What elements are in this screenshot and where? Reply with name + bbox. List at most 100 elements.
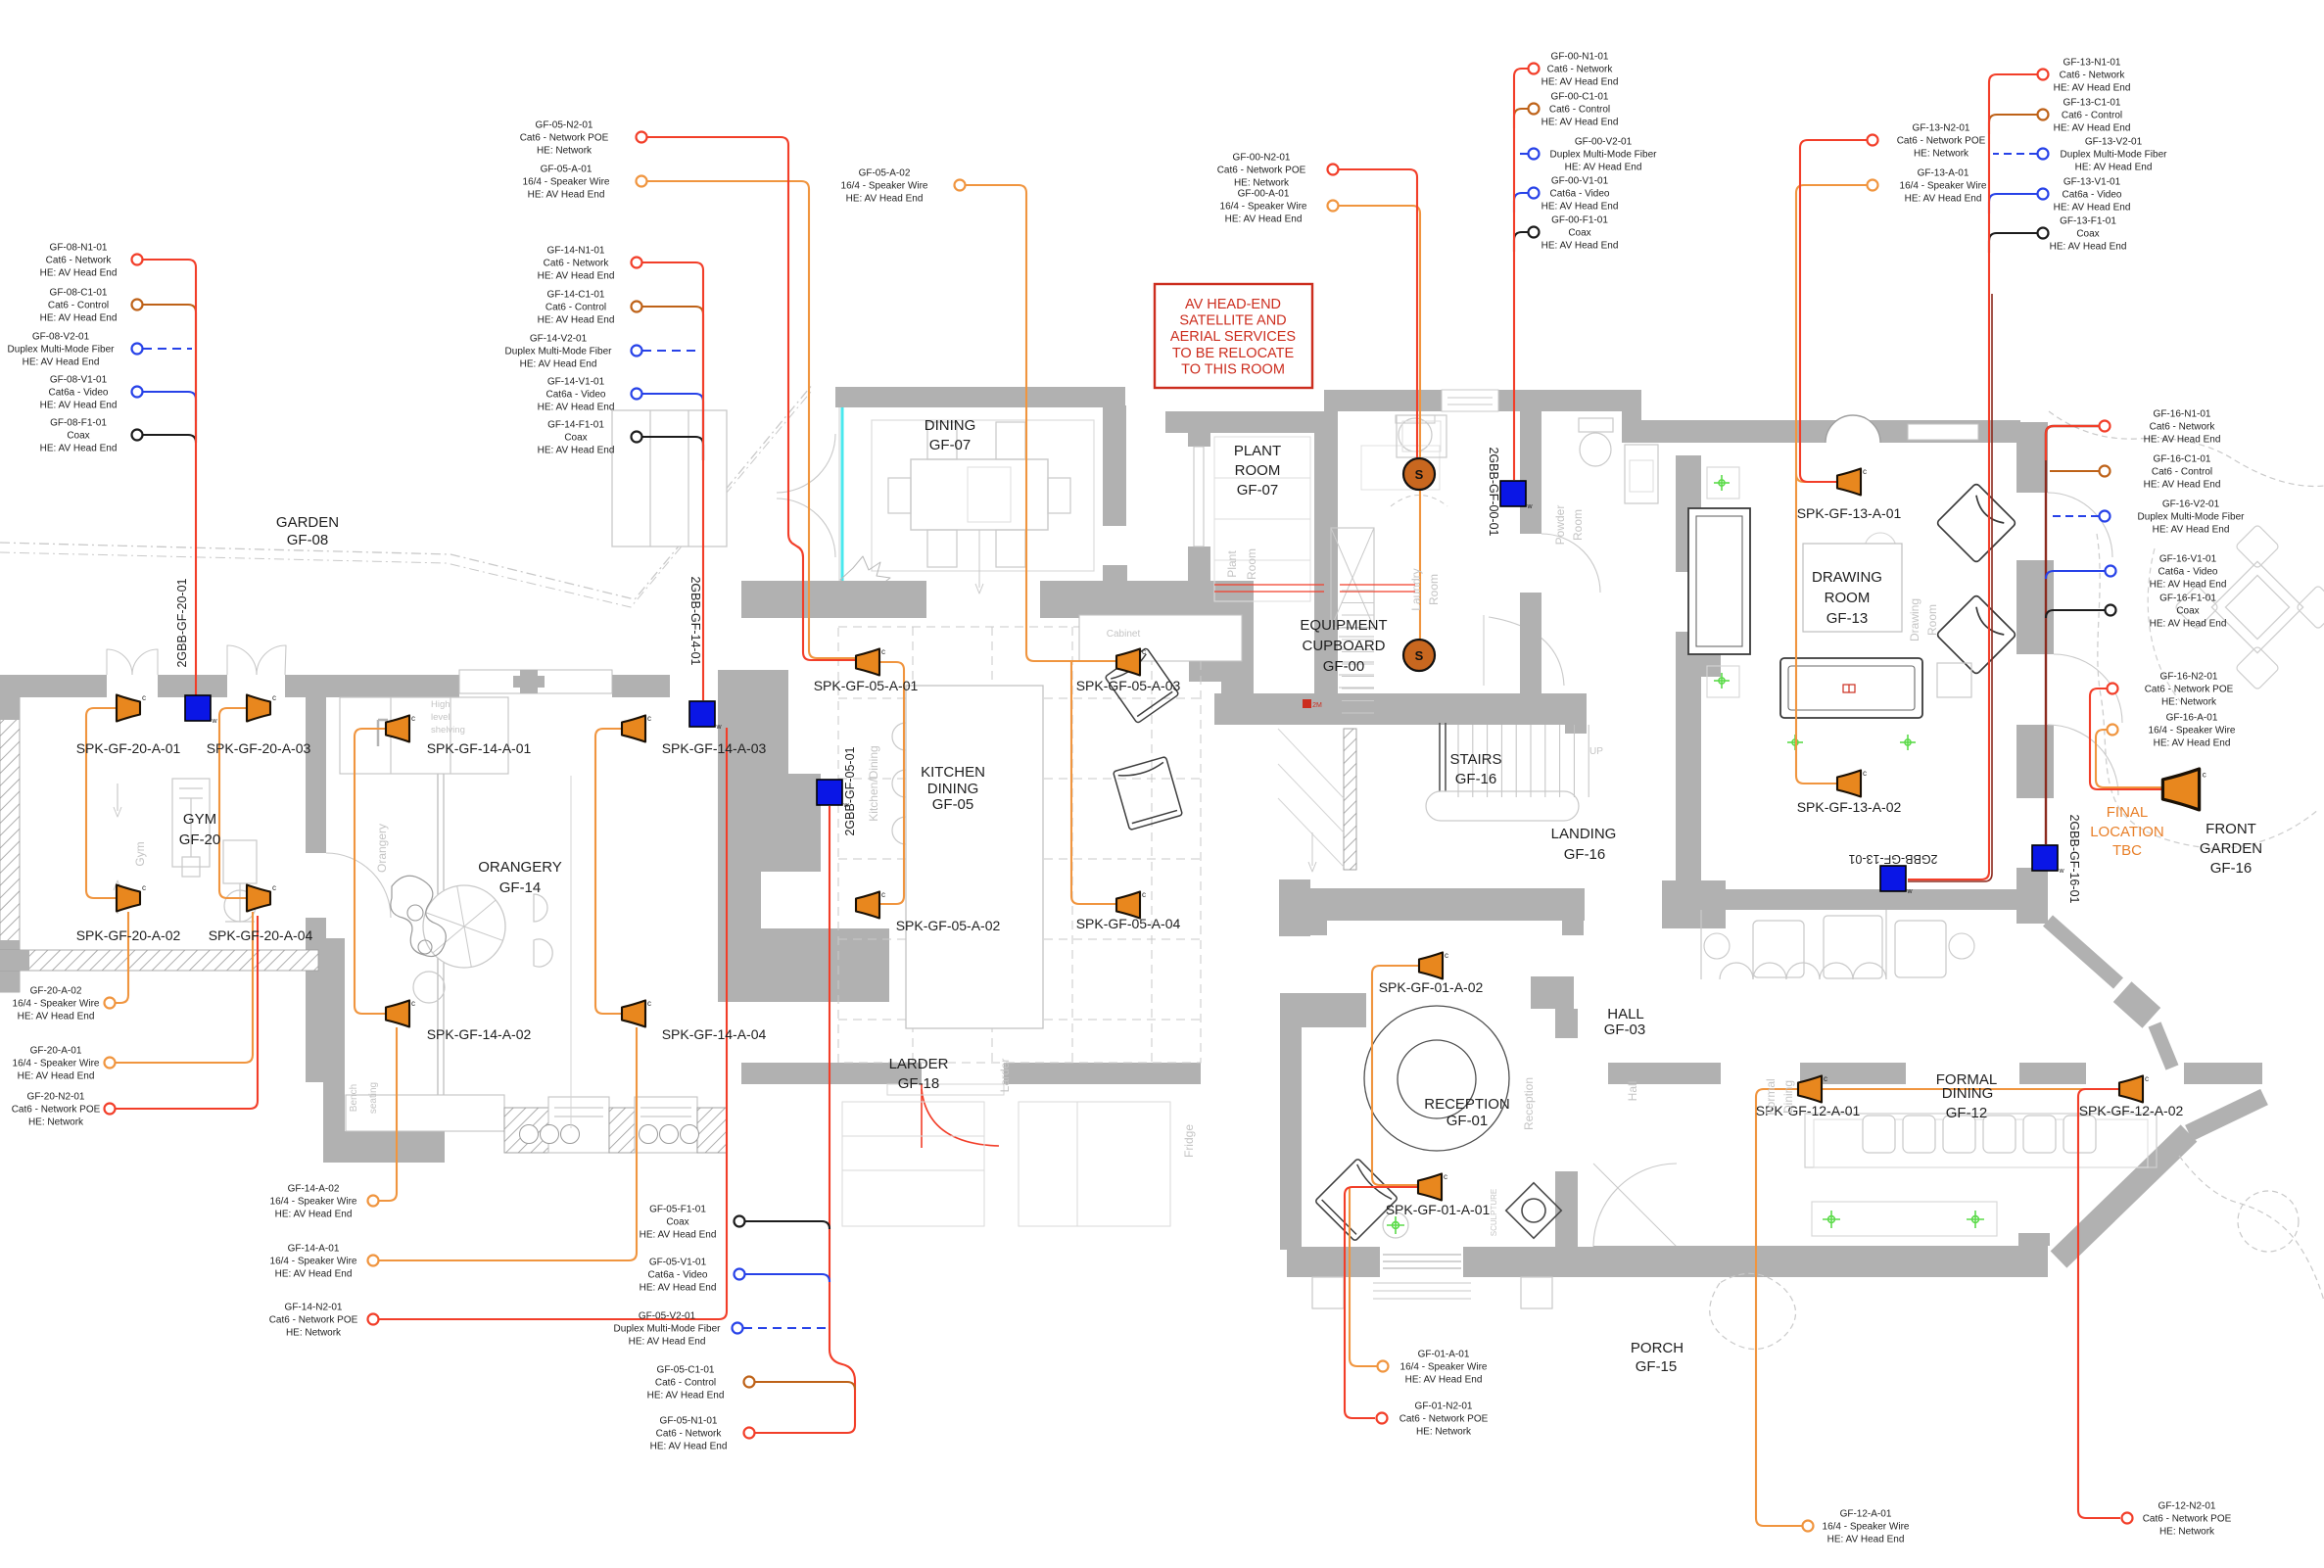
svg-text:Cat6 - Network POE: Cat6 - Network POE bbox=[1399, 1414, 1489, 1425]
svg-text:16/4 - Speaker Wire: 16/4 - Speaker Wire bbox=[1900, 181, 1987, 192]
svg-text:HE: AV Head End: HE: AV Head End bbox=[1541, 118, 1619, 128]
svg-text:c: c bbox=[647, 714, 651, 723]
svg-text:HE: AV Head End: HE: AV Head End bbox=[528, 190, 605, 201]
svg-text:w: w bbox=[1906, 888, 1913, 895]
svg-text:16/4 - Speaker Wire: 16/4 - Speaker Wire bbox=[270, 1197, 357, 1208]
svg-text:GF-00-V2-01: GF-00-V2-01 bbox=[1575, 137, 1633, 148]
svg-text:16/4 - Speaker Wire: 16/4 - Speaker Wire bbox=[270, 1257, 357, 1267]
svg-text:Cat6 - Network: Cat6 - Network bbox=[544, 259, 610, 269]
svg-text:Cat6 - Control: Cat6 - Control bbox=[1549, 105, 1610, 116]
svg-text:c: c bbox=[272, 693, 276, 702]
svg-text:DRAWING: DRAWING bbox=[1812, 569, 1882, 586]
svg-text:SPK-GF-20-A-03: SPK-GF-20-A-03 bbox=[207, 740, 311, 756]
svg-text:GF-05-V1-01: GF-05-V1-01 bbox=[649, 1258, 707, 1268]
svg-text:HE: AV Head End: HE: AV Head End bbox=[275, 1210, 353, 1220]
svg-text:16/4 - Speaker Wire: 16/4 - Speaker Wire bbox=[841, 181, 928, 192]
svg-text:SPK-GF-14-A-03: SPK-GF-14-A-03 bbox=[662, 740, 767, 756]
svg-text:GF-20: GF-20 bbox=[179, 832, 221, 848]
svg-text:LOCATION: LOCATION bbox=[2090, 824, 2164, 840]
svg-text:GF-16-V1-01: GF-16-V1-01 bbox=[2159, 554, 2217, 565]
svg-text:Formal: Formal bbox=[1764, 1078, 1778, 1115]
svg-text:S: S bbox=[1415, 648, 1424, 663]
svg-text:2GBB-GF-16-01: 2GBB-GF-16-01 bbox=[2067, 814, 2081, 903]
svg-text:HE: AV Head End: HE: AV Head End bbox=[1541, 202, 1619, 213]
svg-text:HE: AV Head End: HE: AV Head End bbox=[629, 1337, 706, 1348]
svg-text:GF-13-A-01: GF-13-A-01 bbox=[1918, 168, 1969, 179]
svg-text:Coax: Coax bbox=[1568, 228, 1590, 239]
svg-text:Drawing: Drawing bbox=[1908, 598, 1921, 641]
svg-text:LANDING: LANDING bbox=[1551, 826, 1617, 842]
svg-text:DINING: DINING bbox=[1942, 1085, 1994, 1102]
svg-text:c: c bbox=[1444, 1172, 1447, 1181]
svg-text:GF-14-N1-01: GF-14-N1-01 bbox=[547, 246, 605, 257]
svg-text:HE: AV Head End: HE: AV Head End bbox=[640, 1230, 717, 1241]
svg-text:Cat6 - Network POE: Cat6 - Network POE bbox=[520, 133, 609, 144]
svg-text:Bench: Bench bbox=[349, 1084, 359, 1112]
svg-text:Cat6a - Video: Cat6a - Video bbox=[2158, 567, 2218, 578]
svg-text:Cat6 - Control: Cat6 - Control bbox=[2062, 111, 2122, 121]
svg-text:PLANT: PLANT bbox=[1234, 443, 1281, 459]
svg-text:GF-05-N2-01: GF-05-N2-01 bbox=[536, 120, 593, 131]
svg-text:SPK-GF-01-A-01: SPK-GF-01-A-01 bbox=[1386, 1202, 1491, 1217]
svg-text:SATELLITE AND: SATELLITE AND bbox=[1179, 313, 1286, 329]
svg-text:c: c bbox=[142, 883, 146, 892]
svg-text:Coax: Coax bbox=[2176, 606, 2199, 617]
svg-text:SPK-GF-14-A-01: SPK-GF-14-A-01 bbox=[427, 740, 532, 756]
svg-text:Cat6 - Network: Cat6 - Network bbox=[2060, 71, 2126, 81]
svg-text:GF-16-N2-01: GF-16-N2-01 bbox=[2160, 672, 2218, 683]
svg-text:SPK-GF-05-A-01: SPK-GF-05-A-01 bbox=[814, 678, 919, 693]
svg-text:Cat6 - Network: Cat6 - Network bbox=[46, 256, 113, 266]
svg-text:GF-07: GF-07 bbox=[929, 437, 972, 453]
svg-text:w: w bbox=[715, 724, 722, 731]
svg-text:Room: Room bbox=[1427, 574, 1441, 605]
svg-text:GF-08-C1-01: GF-08-C1-01 bbox=[50, 288, 108, 299]
svg-text:2GBB-GF-20-01: 2GBB-GF-20-01 bbox=[175, 578, 189, 667]
svg-text:c: c bbox=[411, 714, 415, 723]
svg-text:SCULPTURE: SCULPTURE bbox=[1490, 1189, 1498, 1236]
svg-text:HE: AV Head End: HE: AV Head End bbox=[538, 403, 615, 413]
svg-text:GF-16-C1-01: GF-16-C1-01 bbox=[2154, 454, 2211, 465]
svg-text:HE: AV Head End: HE: AV Head End bbox=[846, 194, 924, 205]
svg-text:Coax: Coax bbox=[564, 433, 587, 444]
svg-text:Duplex Multi-Mode Fiber: Duplex Multi-Mode Fiber bbox=[2061, 150, 2168, 161]
svg-text:Powder: Powder bbox=[1553, 505, 1567, 546]
svg-text:GF-12: GF-12 bbox=[1946, 1105, 1988, 1121]
svg-text:16/4 - Speaker Wire: 16/4 - Speaker Wire bbox=[13, 999, 100, 1010]
svg-text:HE: AV Head End: HE: AV Head End bbox=[23, 357, 100, 368]
svg-text:Cat6 - Network: Cat6 - Network bbox=[1547, 65, 1614, 75]
svg-text:Coax: Coax bbox=[2076, 229, 2099, 240]
svg-text:FRONT: FRONT bbox=[2205, 821, 2256, 837]
svg-text:HE: Network: HE: Network bbox=[1416, 1427, 1472, 1438]
svg-text:GF-08: GF-08 bbox=[287, 532, 329, 548]
svg-text:Cabinet: Cabinet bbox=[1107, 629, 1141, 640]
svg-text:GF-16-N1-01: GF-16-N1-01 bbox=[2154, 409, 2211, 420]
svg-text:GF-01-N2-01: GF-01-N2-01 bbox=[1415, 1402, 1473, 1412]
svg-text:c: c bbox=[1863, 467, 1867, 476]
svg-text:UP: UP bbox=[1589, 746, 1603, 757]
svg-text:Cat6 - Network POE: Cat6 - Network POE bbox=[12, 1105, 101, 1116]
svg-text:HE: AV Head End: HE: AV Head End bbox=[2150, 619, 2227, 630]
svg-text:AV HEAD-END: AV HEAD-END bbox=[1185, 297, 1281, 312]
svg-text:HE: AV Head End: HE: AV Head End bbox=[2054, 203, 2131, 214]
svg-text:GF-14-A-01: GF-14-A-01 bbox=[288, 1244, 340, 1255]
svg-text:c: c bbox=[1824, 1074, 1827, 1083]
svg-text:Plant: Plant bbox=[1225, 550, 1239, 578]
svg-text:16/4 - Speaker Wire: 16/4 - Speaker Wire bbox=[1220, 202, 1307, 213]
svg-text:SPK-GF-05-A-03: SPK-GF-05-A-03 bbox=[1076, 678, 1181, 693]
svg-text:SPK-GF-12-A-01: SPK-GF-12-A-01 bbox=[1756, 1103, 1861, 1118]
svg-text:HE: AV Head End: HE: AV Head End bbox=[2050, 242, 2127, 253]
svg-text:SPK-GF-05-A-04: SPK-GF-05-A-04 bbox=[1076, 916, 1181, 931]
svg-text:GF-16: GF-16 bbox=[1455, 771, 1497, 787]
svg-text:RECEPTION: RECEPTION bbox=[1424, 1096, 1510, 1113]
svg-text:HE: AV Head End: HE: AV Head End bbox=[1827, 1535, 1905, 1545]
svg-text:Laundry: Laundry bbox=[1409, 568, 1423, 610]
svg-text:Cat6a - Video: Cat6a - Video bbox=[546, 390, 606, 401]
svg-text:HE: AV Head End: HE: AV Head End bbox=[2054, 123, 2131, 134]
svg-text:HE: AV Head End: HE: AV Head End bbox=[1405, 1375, 1483, 1386]
svg-text:GF-18: GF-18 bbox=[898, 1075, 940, 1092]
svg-text:HE: AV Head End: HE: AV Head End bbox=[538, 446, 615, 456]
svg-text:HE: AV Head End: HE: AV Head End bbox=[1225, 214, 1303, 225]
svg-text:HALL: HALL bbox=[1607, 1006, 1644, 1022]
svg-text:w: w bbox=[1526, 503, 1533, 510]
svg-text:SPK-GF-20-A-02: SPK-GF-20-A-02 bbox=[76, 927, 181, 943]
